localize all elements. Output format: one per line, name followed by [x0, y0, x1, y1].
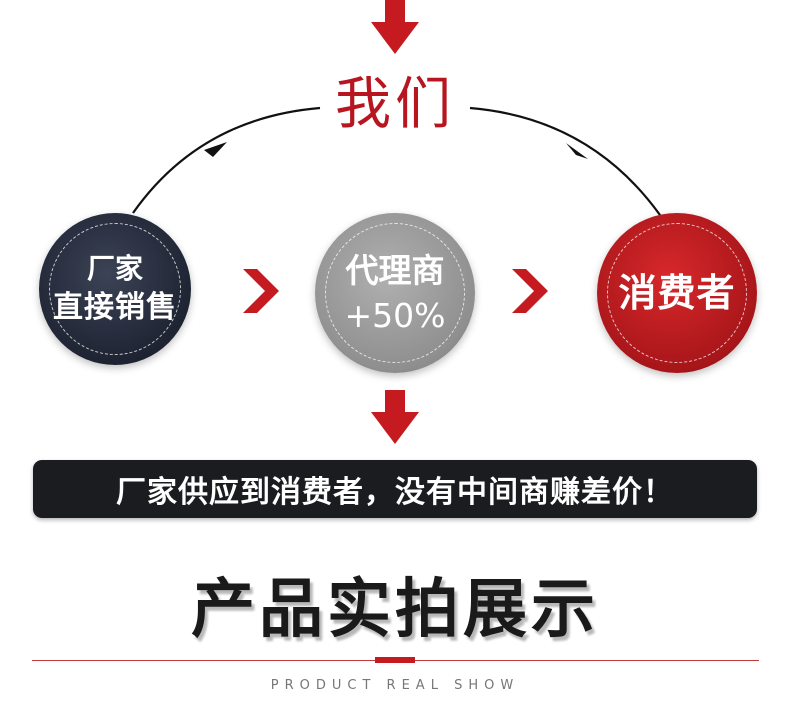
node-agent-line2: +50% [344, 296, 446, 335]
right-arc-line [469, 106, 661, 216]
chevron-right-icon [243, 269, 279, 313]
node-agent: 代理商 +50% [315, 213, 475, 373]
node-agent-line1: 代理商 [345, 251, 445, 290]
left-arc-line [132, 106, 321, 214]
section-title: 产品实拍展示 [191, 573, 599, 647]
down-arrow-icon [371, 0, 419, 54]
top-node-label: 我们 [335, 72, 455, 137]
chevron-right-icon [512, 269, 548, 313]
node-consumer-line1: 消费者 [618, 271, 736, 315]
slogan-banner: 厂家供应到消费者，没有中间商赚差价！ [33, 460, 757, 518]
down-arrow-icon [371, 390, 419, 444]
section-subtitle: PRODUCT REAL SHOW [270, 678, 520, 693]
divider-accent [375, 657, 415, 663]
left-arc-arrowhead-icon [204, 142, 227, 157]
node-manufacturer-line1: 厂家 [86, 252, 143, 285]
node-manufacturer: 厂家 直接销售 [39, 213, 191, 365]
node-consumer: 消费者 [597, 213, 757, 373]
node-manufacturer-line2: 直接销售 [53, 290, 177, 325]
right-arc-arrowhead-icon [566, 143, 588, 159]
slogan-text: 厂家供应到消费者，没有中间商赚差价！ [116, 475, 674, 510]
